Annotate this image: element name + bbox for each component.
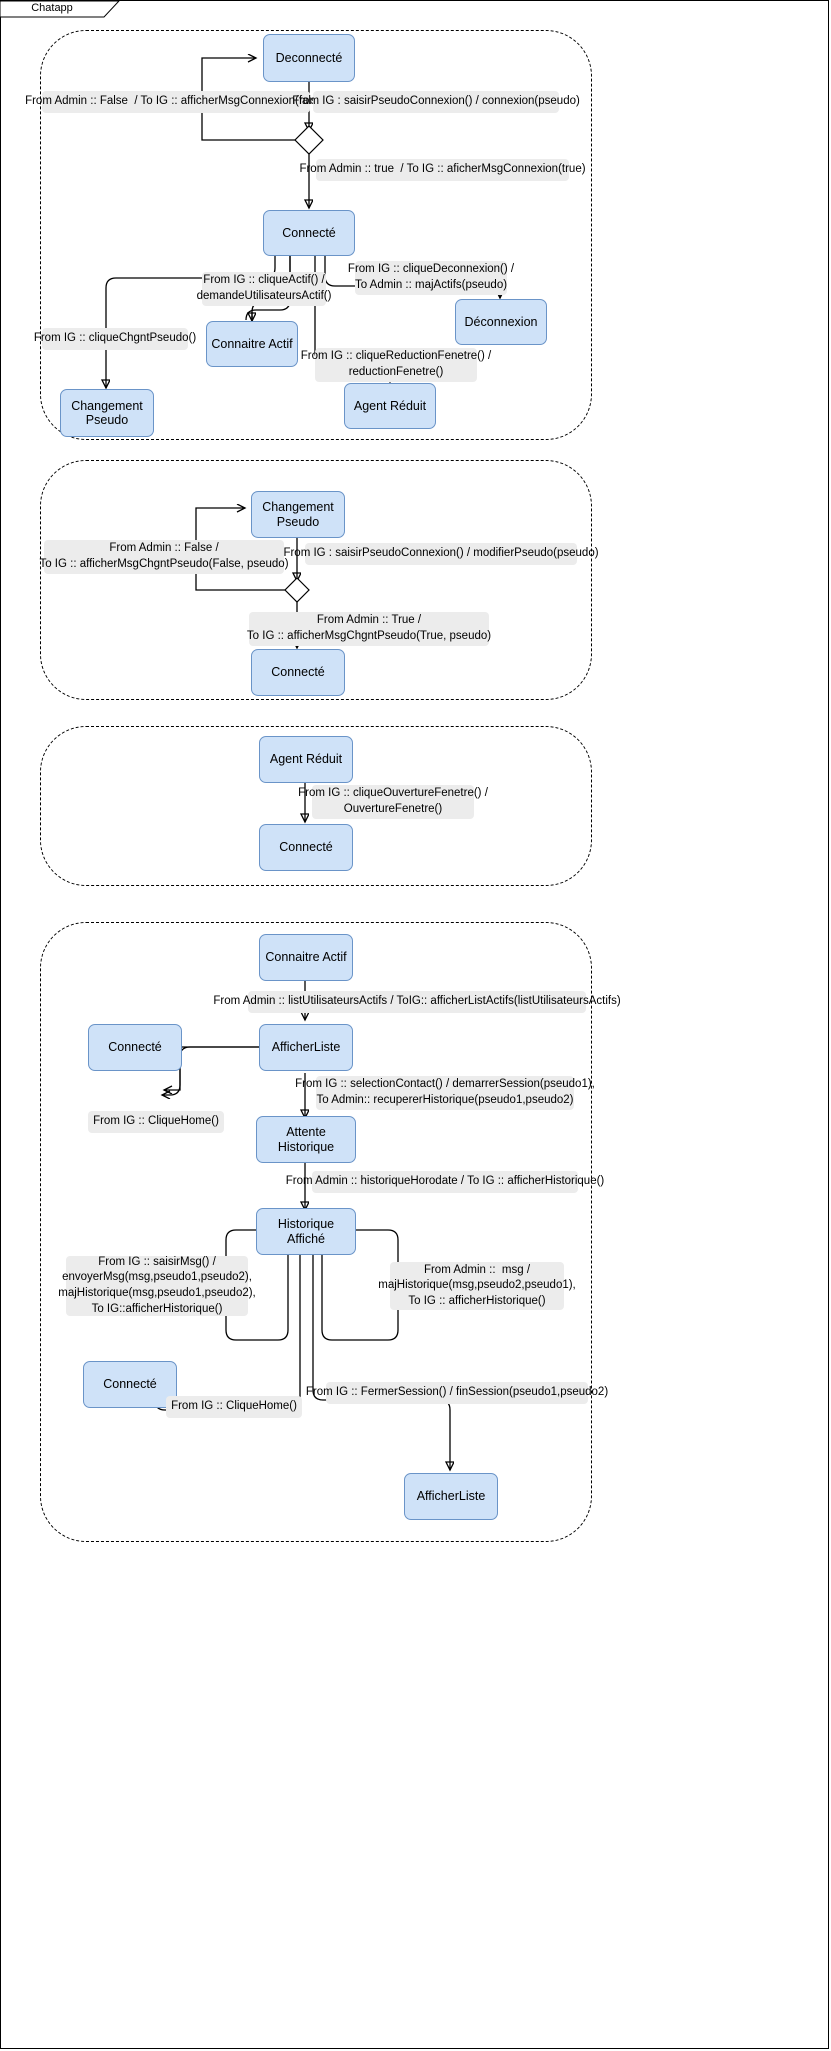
transition-text: From IG :: selectionContact() / demarrer… xyxy=(295,1078,595,1106)
state-node[interactable]: Changement Pseudo xyxy=(251,491,345,538)
transition-label: From Admin :: historiqueHorodate / To IG… xyxy=(286,1171,604,1193)
transition-label: From IG :: saisirMsg() / envoyerMsg(msg,… xyxy=(58,1256,256,1316)
transition-label: From IG :: cliqueReductionFenetre() / re… xyxy=(301,348,491,382)
transition-label: From Admin :: False / To IG :: afficherM… xyxy=(39,540,289,574)
transition-label: From Admin :: False / To IG :: afficherM… xyxy=(25,91,327,113)
state-label: Connaitre Actif xyxy=(265,950,347,965)
state-node[interactable]: Agent Réduit xyxy=(344,383,436,429)
transition-text: From Admin :: msg / majHistorique(msg,ps… xyxy=(378,1263,576,1307)
transition-label: From Admin :: True / To IG :: afficherMs… xyxy=(246,612,492,646)
transition-label: From Admin :: true / To IG :: aficherMsg… xyxy=(299,159,586,181)
transition-text: From IG :: cliqueOuvertureFenetre() / Ou… xyxy=(298,787,488,815)
transition-text: From IG : saisirPseudoConnexion() / modi… xyxy=(283,547,599,560)
state-label: Connecté xyxy=(279,840,333,855)
state-label: Attente Historique xyxy=(277,1125,335,1154)
transition-label: From IG :: selectionContact() / demarrer… xyxy=(295,1076,595,1110)
state-node[interactable]: Deconnecté xyxy=(263,34,355,82)
window-tab-label: Chatapp xyxy=(31,2,73,14)
state-node[interactable]: AfficherListe xyxy=(404,1473,498,1520)
state-label: AfficherListe xyxy=(416,1489,486,1504)
transition-text: From Admin :: True / To IG :: afficherMs… xyxy=(246,614,492,642)
state-label: Changement Pseudo xyxy=(71,398,143,427)
transition-label: From IG : saisirPseudoConnexion() / conn… xyxy=(292,91,580,113)
transition-label: From IG :: CliqueHome() xyxy=(166,1396,302,1418)
state-label: Connecté xyxy=(271,665,325,680)
transition-text: From Admin :: listUtilisateursActifs / T… xyxy=(213,995,621,1008)
transition-label: From IG :: CliqueHome() xyxy=(88,1111,224,1133)
state-node[interactable]: Attente Historique xyxy=(256,1116,356,1163)
panel-session xyxy=(40,922,592,1542)
window-tab[interactable]: Chatapp xyxy=(0,0,120,18)
state-node[interactable]: Connecté xyxy=(251,649,345,696)
transition-text: From IG :: CliqueHome() xyxy=(93,1115,219,1128)
state-label: Connaitre Actif xyxy=(211,336,293,351)
state-node[interactable]: Connecté xyxy=(83,1361,177,1408)
transition-text: From Admin :: historiqueHorodate / To IG… xyxy=(285,1175,605,1188)
state-label: Déconnexion xyxy=(464,314,538,329)
state-label: Connecté xyxy=(108,1040,162,1055)
state-node[interactable]: Historique Affiché xyxy=(256,1208,356,1255)
transition-text: From Admin :: False / To IG :: afficherM… xyxy=(39,542,289,570)
state-node[interactable]: Connecté xyxy=(88,1024,182,1071)
state-label: Historique Affiché xyxy=(277,1217,335,1246)
transition-label: From IG :: cliqueDeconnexion() / To Admi… xyxy=(348,261,514,295)
state-label: AfficherListe xyxy=(271,1040,341,1055)
panel-agent-reduit xyxy=(40,726,592,886)
state-label: Agent Réduit xyxy=(353,398,427,413)
transition-text: From IG :: saisirMsg() / envoyerMsg(msg,… xyxy=(58,1255,256,1315)
transition-text: From IG : saisirPseudoConnexion() / conn… xyxy=(292,95,580,108)
state-label: Changement Pseudo xyxy=(262,500,334,529)
transition-text: From IG :: FermerSession() / finSession(… xyxy=(305,1386,609,1399)
transition-label: From IG : saisirPseudoConnexion() / modi… xyxy=(283,543,599,565)
state-node[interactable]: Agent Réduit xyxy=(259,736,353,783)
state-node[interactable]: Connecté xyxy=(259,824,353,871)
transition-label: From Admin :: msg / majHistorique(msg,ps… xyxy=(378,1262,576,1310)
transition-label: From IG :: cliqueActif() / demandeUtilis… xyxy=(197,272,331,306)
state-label: Agent Réduit xyxy=(269,752,343,767)
transition-text: From Admin :: true / To IG :: aficherMsg… xyxy=(299,163,586,176)
state-label: Deconnecté xyxy=(275,50,343,65)
transition-label: From Admin :: listUtilisateursActifs / T… xyxy=(213,991,621,1013)
state-node[interactable]: Changement Pseudo xyxy=(60,389,154,437)
state-node[interactable]: Connaitre Actif xyxy=(206,321,298,367)
transition-text: From IG :: cliqueDeconnexion() / To Admi… xyxy=(347,263,515,291)
panel-connexion xyxy=(40,30,592,440)
state-node[interactable]: AfficherListe xyxy=(259,1024,353,1071)
transition-label: From IG :: FermerSession() / finSession(… xyxy=(306,1382,608,1404)
transition-text: From IG :: cliqueReductionFenetre() / re… xyxy=(300,350,492,378)
state-node[interactable]: Connaitre Actif xyxy=(259,934,353,981)
state-label: Connecté xyxy=(103,1377,157,1392)
transition-text: From Admin :: False / To IG :: afficherM… xyxy=(25,95,327,108)
state-label: Connecté xyxy=(282,225,336,240)
transition-text: From IG :: CliqueHome() xyxy=(171,1400,297,1413)
transition-label: From IG :: cliqueOuvertureFenetre() / Ou… xyxy=(298,785,488,819)
transition-text: From IG :: cliqueChgntPseudo() xyxy=(33,332,197,345)
panel-changement-pseudo xyxy=(40,460,592,700)
state-node[interactable]: Déconnexion xyxy=(455,299,547,345)
transition-label: From IG :: cliqueChgntPseudo() xyxy=(34,328,196,350)
state-node[interactable]: Connecté xyxy=(263,210,355,256)
transition-text: From IG :: cliqueActif() / demandeUtilis… xyxy=(196,274,332,302)
